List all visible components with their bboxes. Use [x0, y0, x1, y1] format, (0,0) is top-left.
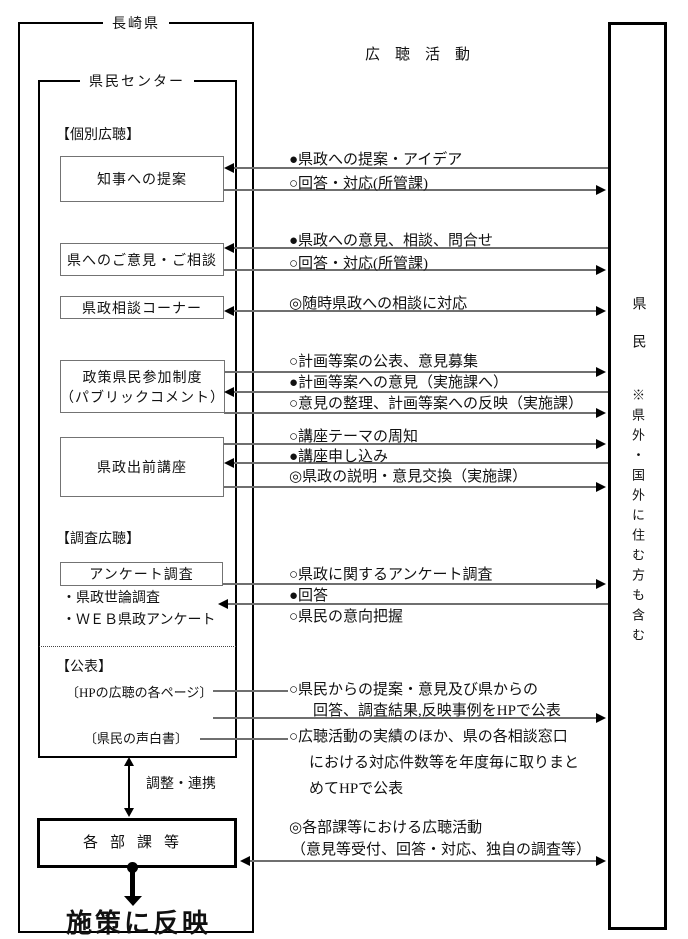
coordination-line [128, 766, 130, 808]
connector-line [213, 690, 288, 692]
flow-hp-line2: 回答、調査結果,反映事例をHPで公表 [313, 703, 561, 719]
box-governor-proposal-label: 知事への提案 [97, 173, 187, 188]
arrow-right-icon [596, 306, 606, 316]
flow-pubcom-publish: ○計画等案の公表、意見募集 [289, 354, 479, 370]
outcome-arrowhead-icon [124, 896, 142, 906]
citizen-label: 県民 [630, 296, 646, 372]
flow-line [234, 462, 608, 464]
flow-line [228, 603, 608, 605]
flow-governor-out: ○回答・対応(所管課) [289, 176, 429, 192]
flow-line [234, 167, 608, 169]
citizen-frame [608, 22, 667, 930]
arrow-left-icon [218, 599, 228, 609]
flow-line [224, 371, 596, 373]
outcome-arrow-shaft [130, 869, 135, 897]
arrow-left-icon [224, 458, 234, 468]
flow-line [224, 269, 596, 271]
flow-line [234, 247, 608, 249]
arrow-right-icon [596, 579, 606, 589]
prefecture-label: 長崎県 [103, 13, 169, 33]
box-opinions: 県へのご意見・ご相談 [60, 243, 224, 276]
arrow-left-icon [224, 387, 234, 397]
box-departments-label: 各部課等 [82, 835, 192, 851]
box-lecture-label: 県政出前講座 [97, 461, 187, 476]
flow-pubcom-in: ●計画等案への意見（実施課へ） [289, 375, 509, 391]
flow-line [213, 717, 596, 719]
flow-wp-line1: ○広聴活動の実績のほか、県の各相談窓口 [289, 729, 568, 745]
box-consult-corner: 県政相談コーナー [60, 296, 224, 319]
box-governor-proposal: 知事への提案 [60, 156, 224, 202]
box-public-comment-line1: 政策県民参加制度 [82, 370, 203, 386]
flow-consult-both: ◎随時県政への相談に対応 [289, 296, 468, 312]
arrow-left-icon [224, 306, 234, 316]
citizen-center-label: 県民センター [80, 71, 194, 91]
flow-dept-line1: ◎各部課等における広聴活動 [289, 820, 483, 836]
box-enquete: アンケート調査 [60, 562, 223, 586]
page-title: 広聴活動 [364, 47, 486, 63]
arrow-right-icon [596, 185, 606, 195]
box-public-comment-line2: （パブリックコメント） [60, 390, 225, 406]
flow-hp-line1: ○県民からの提案・意見及び県からの [289, 682, 539, 698]
flow-survey-out: ○県政に関するアンケート調査 [289, 567, 493, 583]
arrow-right-icon [596, 265, 606, 275]
arrow-right-icon [596, 713, 606, 723]
flow-survey-in: ●回答 [289, 588, 329, 604]
arrow-right-icon [596, 408, 606, 418]
arrow-up-icon [124, 757, 134, 766]
arrow-right-icon [596, 367, 606, 377]
outcome-label: 施策に反映 [66, 909, 212, 938]
box-enquete-label: アンケート調査 [89, 568, 194, 583]
connector-line [200, 738, 288, 740]
flow-line [223, 583, 596, 585]
box-opinions-label: 県へのご意見・ご相談 [67, 253, 217, 269]
publication-hp-pages: 〔HPの広聴の各ページ〕 [66, 685, 213, 700]
flow-wp-line3: めてHPで公表 [309, 781, 404, 797]
flow-line [234, 310, 596, 312]
flow-governor-in: ●県政への提案・アイデア [289, 152, 463, 168]
survey-item-web-enquete: ・ＷＥＢ県政アンケート [62, 613, 216, 628]
coordination-label: 調整・連携 [146, 777, 216, 792]
flow-line [224, 189, 596, 191]
junction-dot [127, 862, 138, 873]
arrow-left-icon [240, 856, 250, 866]
publication-divider [39, 646, 236, 647]
arrow-left-icon [224, 243, 234, 253]
flow-line [224, 412, 596, 414]
publication-whitepaper: 〔県民の声白書〕 [84, 731, 189, 746]
flow-line [234, 391, 608, 393]
survey-item-public-opinion: ・県政世論調査 [62, 591, 160, 606]
flow-lecture-notice: ○講座テーマの周知 [289, 429, 419, 445]
flow-dept-line2: （意見等受付、回答・対応、独自の調査等） [291, 842, 592, 858]
box-consult-corner-label: 県政相談コーナー [82, 301, 202, 317]
flow-lecture-apply: ●講座申し込み [289, 449, 389, 465]
section-publication: 【公表】 [56, 660, 112, 675]
section-individual: 【個別広聴】 [56, 128, 140, 143]
flow-line [224, 443, 596, 445]
flow-survey-grasp: ○県民の意向把握 [289, 609, 404, 625]
arrow-right-icon [596, 482, 606, 492]
arrow-down-icon [124, 808, 134, 817]
flow-wp-line2: における対応件数等を年度毎に取りまと [309, 755, 580, 771]
flow-pubcom-reflect: ○意見の整理、計画等案への反映（実施課） [289, 396, 584, 412]
arrow-left-icon [224, 163, 234, 173]
flow-opinion-out: ○回答・対応(所管課) [289, 256, 429, 272]
box-lecture: 県政出前講座 [60, 437, 224, 497]
flow-line [224, 486, 596, 488]
flow-lecture-exchange: ◎県政の説明・意見交換（実施課） [289, 469, 528, 485]
flow-opinion-in: ●県政への意見、相談、問合せ [289, 233, 494, 249]
section-survey: 【調査広聴】 [56, 532, 140, 547]
arrow-right-icon [596, 439, 606, 449]
flow-line [250, 860, 596, 862]
arrow-right-icon [596, 856, 606, 866]
box-public-comment: 政策県民参加制度 （パブリックコメント） [60, 360, 225, 413]
citizen-note: ※県外・国外に住む方も含む [630, 388, 645, 648]
